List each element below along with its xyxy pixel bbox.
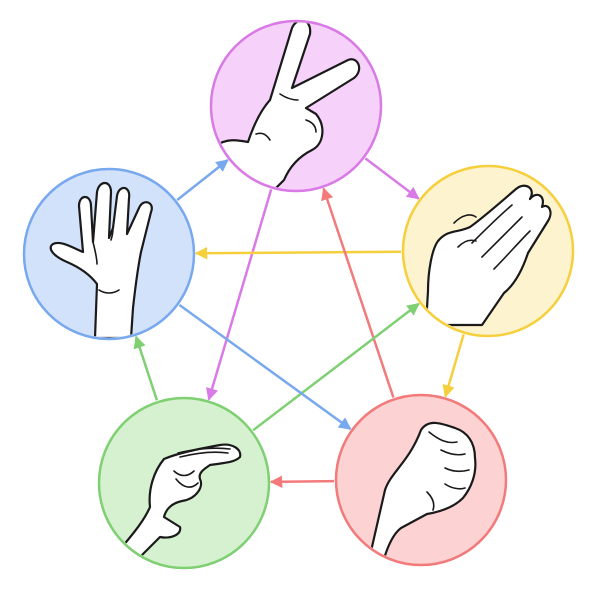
arrow-scissors-to-paper [364,157,420,200]
edge-layer [133,157,465,489]
arrow-scissors-to-lizard [206,189,273,401]
arrow-paper-to-rock [442,334,465,398]
node-scissors [209,19,383,193]
arrow-rock-to-lizard [269,475,335,489]
spock-hand-icon [49,181,153,338]
node-lizard [97,396,271,570]
lizard-hand-icon [120,443,242,563]
node-layer [22,19,575,570]
arrow-spock-to-rock [178,303,352,431]
arrow-rock-to-scissors [321,187,395,398]
node-rock [334,393,508,567]
arrow-spock-to-scissors [176,159,229,201]
paper-hand-icon [424,184,552,327]
arrow-lizard-to-paper [252,302,420,432]
node-spock [22,167,196,341]
arrow-lizard-to-spock [133,335,159,401]
node-paper [401,164,575,338]
rock-fist-icon [367,421,477,564]
arrow-paper-to-spock [194,246,402,260]
scissors-hand-icon [214,22,361,190]
